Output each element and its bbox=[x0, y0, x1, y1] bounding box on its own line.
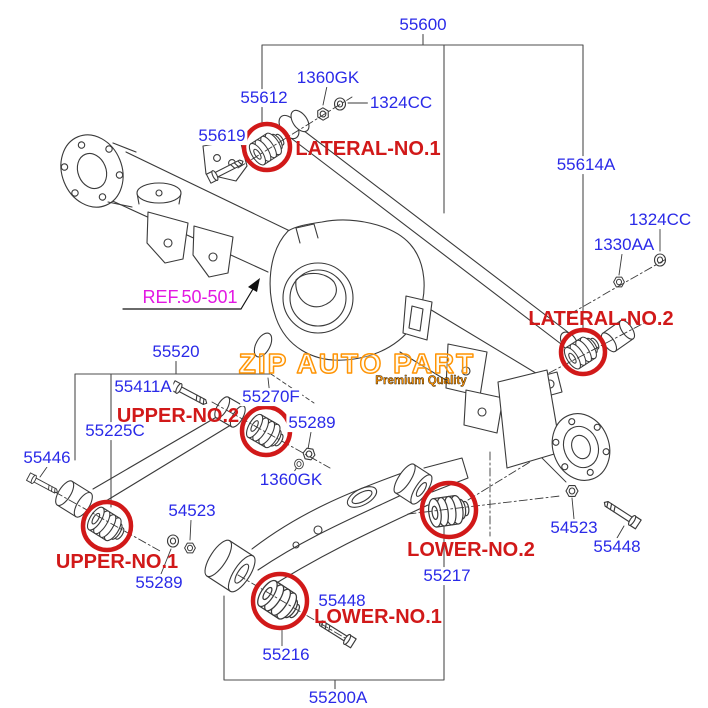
part-label-1324cc-top: 1324CC bbox=[367, 93, 435, 113]
part-label-55225c: 55225C bbox=[83, 421, 147, 441]
part-label-55448-bottom: 55448 bbox=[316, 591, 368, 611]
upper-no1-marker bbox=[80, 499, 134, 553]
lower-no1-marker bbox=[250, 571, 310, 631]
callout-lower-no1: LOWER-NO.1 bbox=[314, 606, 442, 628]
part-label-55446: 55446 bbox=[21, 448, 73, 468]
lower-no2-marker bbox=[419, 480, 479, 540]
reference-label: REF.50-501 bbox=[142, 287, 238, 307]
part-label-55200a: 55200A bbox=[306, 688, 370, 708]
part-label-55411a: 55411A bbox=[112, 377, 174, 397]
part-label-55289-lower: 55289 bbox=[133, 573, 185, 593]
washer-1324cc-top bbox=[333, 97, 347, 111]
callout-lateral-no2: LATERAL-NO.2 bbox=[528, 308, 674, 330]
part-label-1330aa: 1330AA bbox=[591, 235, 657, 255]
part-label-1324cc-right: 1324CC bbox=[626, 210, 694, 230]
watermark-main: ZIP AUTO PART bbox=[239, 348, 476, 379]
part-label-55619: 55619 bbox=[196, 126, 248, 146]
part-label-1360gk-mid: 1360GK bbox=[257, 470, 325, 490]
part-label-55614a: 55614A bbox=[554, 155, 618, 175]
part-label-55216: 55216 bbox=[260, 645, 312, 665]
bushing-lower-no2 bbox=[426, 493, 472, 529]
part-label-55289-upper: 55289 bbox=[286, 413, 338, 433]
nut-54523-left bbox=[184, 542, 196, 554]
washer-1360gk-mid bbox=[294, 458, 304, 470]
nut-54523-right bbox=[565, 485, 579, 497]
part-label-55217: 55217 bbox=[421, 566, 473, 586]
part-label-54523-left: 54523 bbox=[166, 501, 218, 521]
callout-upper-no2: UPPER-NO.2 bbox=[116, 405, 240, 427]
nut-1360gk-top bbox=[314, 105, 332, 123]
lower-arm bbox=[204, 457, 469, 593]
bolt-55411a bbox=[169, 379, 210, 409]
bolt-55448-right bbox=[600, 497, 642, 530]
bolt-55446 bbox=[25, 472, 61, 497]
highlight-markers bbox=[80, 121, 608, 631]
ref-arrow bbox=[122, 278, 260, 310]
part-label-1360gk-top: 1360GK bbox=[294, 68, 362, 88]
callout-lower-no2: LOWER-NO.2 bbox=[407, 539, 535, 561]
part-label-55270f: 55270F bbox=[240, 387, 302, 407]
part-label-55600: 55600 bbox=[397, 15, 449, 35]
axle-housing bbox=[60, 134, 611, 481]
callout-lateral-no1: LATERAL-NO.1 bbox=[295, 138, 441, 160]
bracket-lines bbox=[74, 33, 584, 691]
part-label-55448-right: 55448 bbox=[591, 537, 643, 557]
lateral-rod-sleeve bbox=[600, 319, 636, 353]
lateral-rod bbox=[278, 109, 636, 353]
washer-55289-lower bbox=[166, 534, 180, 548]
callout-upper-no1: UPPER-NO.1 bbox=[55, 551, 179, 573]
part-label-54523-right: 54523 bbox=[548, 518, 600, 538]
lateral-no1-marker bbox=[241, 121, 293, 173]
watermark: ZIP AUTO PART Premium Quality bbox=[238, 347, 476, 387]
watermark-sub: Premium Quality bbox=[375, 375, 467, 387]
part-label-55612: 55612 bbox=[238, 88, 290, 108]
part-label-55520: 55520 bbox=[150, 342, 202, 362]
lateral-no2-marker bbox=[558, 327, 608, 377]
